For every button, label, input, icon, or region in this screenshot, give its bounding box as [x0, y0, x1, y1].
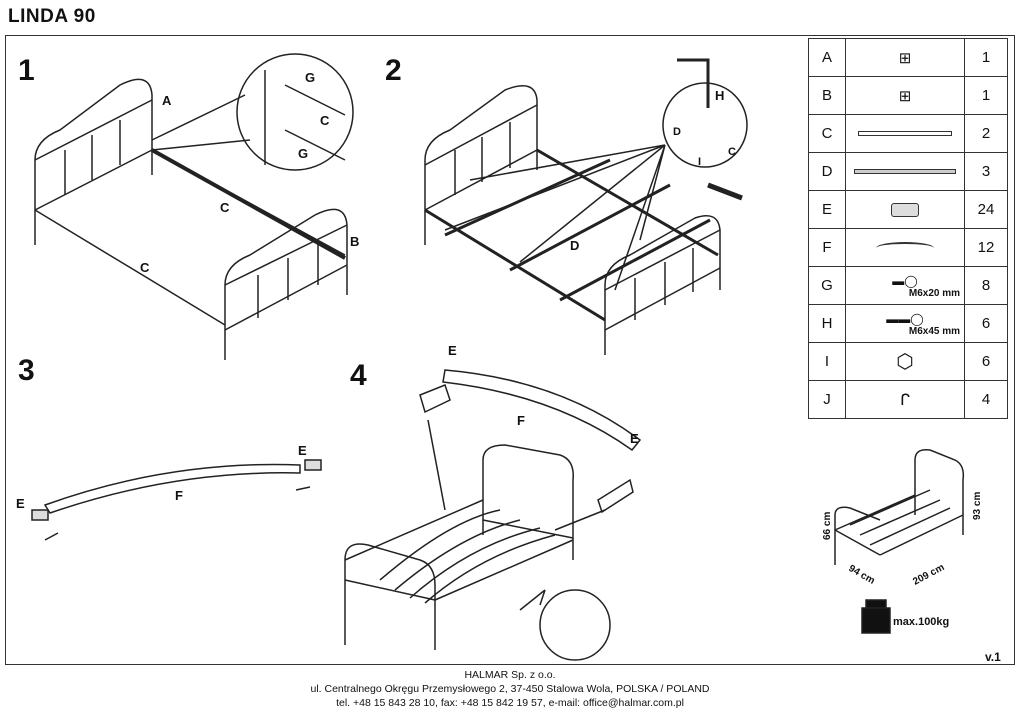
nut-icon: ⬡	[845, 342, 965, 381]
table-row: E 24	[808, 190, 1008, 229]
step1-bed-drawing	[34, 53, 354, 360]
part-qty: 24	[964, 190, 1008, 229]
part-label-e: E	[630, 431, 639, 446]
dimension-width: 94 cm	[847, 563, 877, 587]
table-row: A⊞1	[808, 38, 1008, 77]
part-label-g: G	[305, 70, 315, 85]
part-qty: 6	[964, 304, 1008, 343]
part-size: M6x45 mm	[908, 326, 960, 337]
part-letter: B	[808, 76, 846, 115]
part-qty: 1	[964, 76, 1008, 115]
part-letter: F	[808, 228, 846, 267]
table-row: I⬡6	[808, 342, 1008, 381]
part-qty: 2	[964, 114, 1008, 153]
part-label-c: C	[728, 146, 736, 158]
dimension-foot-height: 66 cm	[822, 512, 833, 540]
step4-bed-drawing	[344, 369, 642, 661]
part-qty: 8	[964, 266, 1008, 305]
part-letter: H	[808, 304, 846, 343]
company-name: HALMAR Sp. z o.o.	[464, 669, 556, 681]
table-row: F 12	[808, 228, 1008, 267]
part-qty: 6	[964, 342, 1008, 381]
clip-icon: ᒋ	[845, 380, 965, 419]
part-label-e: E	[448, 343, 457, 358]
step3-slat-drawing	[31, 459, 322, 541]
max-load-label: max.100kg	[893, 616, 949, 628]
step2-bed-drawing	[424, 58, 748, 355]
dimension-head-height: 93 cm	[972, 492, 983, 520]
step-number-4: 4	[350, 359, 367, 392]
part-label-a: A	[162, 93, 172, 108]
version-label: v.1	[985, 650, 1001, 664]
part-size: M6x20 mm	[908, 288, 960, 299]
part-label-d: D	[673, 126, 681, 138]
part-label-f: F	[175, 488, 183, 503]
company-address: ul. Centralnego Okręgu Przemysłowego 2, …	[310, 683, 710, 695]
step-number-3: 3	[18, 354, 35, 387]
part-label-i: I	[698, 156, 701, 168]
part-label-f: F	[517, 413, 525, 428]
part-qty: 1	[964, 38, 1008, 77]
support-bar-icon	[845, 152, 965, 191]
footboard-icon: ⊞	[845, 76, 965, 115]
part-label-e: E	[16, 496, 25, 511]
part-label-g: G	[298, 146, 308, 161]
dimension-bed-drawing	[834, 448, 965, 565]
part-letter: D	[808, 152, 846, 191]
assembly-illustrations: 1 2 3 4 A C C B G C G H D C I D	[16, 53, 983, 661]
part-label-c: C	[320, 113, 330, 128]
bolt-m6x20-icon: ▬◯M6x20 mm	[845, 266, 965, 305]
part-qty: 4	[964, 380, 1008, 419]
part-letter: G	[808, 266, 846, 305]
part-label-h: H	[715, 88, 724, 103]
part-letter: A	[808, 38, 846, 77]
step-number-1: 1	[18, 54, 35, 87]
part-label-b: B	[350, 234, 359, 249]
document-title: LINDA 90	[8, 6, 96, 27]
bolt-m6x45-icon: ▬▬◯M6x45 mm	[845, 304, 965, 343]
part-letter: J	[808, 380, 846, 419]
footer: HALMAR Sp. z o.o. ul. Centralnego Okręgu…	[0, 668, 1020, 710]
instruction-frame	[5, 35, 1015, 665]
slat-holder-icon	[845, 190, 965, 229]
weight-icon	[861, 599, 891, 634]
company-contact: tel. +48 15 843 28 10, fax: +48 15 842 1…	[336, 697, 684, 709]
part-letter: E	[808, 190, 846, 229]
part-label-e: E	[298, 443, 307, 458]
step-number-2: 2	[385, 54, 402, 87]
part-qty: 12	[964, 228, 1008, 267]
part-label-c: C	[220, 200, 230, 215]
side-rail-icon	[845, 114, 965, 153]
part-letter: C	[808, 114, 846, 153]
slat-icon	[845, 228, 965, 267]
part-label-c: C	[140, 260, 150, 275]
part-label-d: D	[570, 238, 579, 253]
headboard-icon: ⊞	[845, 38, 965, 77]
dimension-length: 209 cm	[911, 562, 946, 588]
part-letter: I	[808, 342, 846, 381]
part-qty: 3	[964, 152, 1008, 191]
table-row: B⊞1	[808, 76, 1008, 115]
